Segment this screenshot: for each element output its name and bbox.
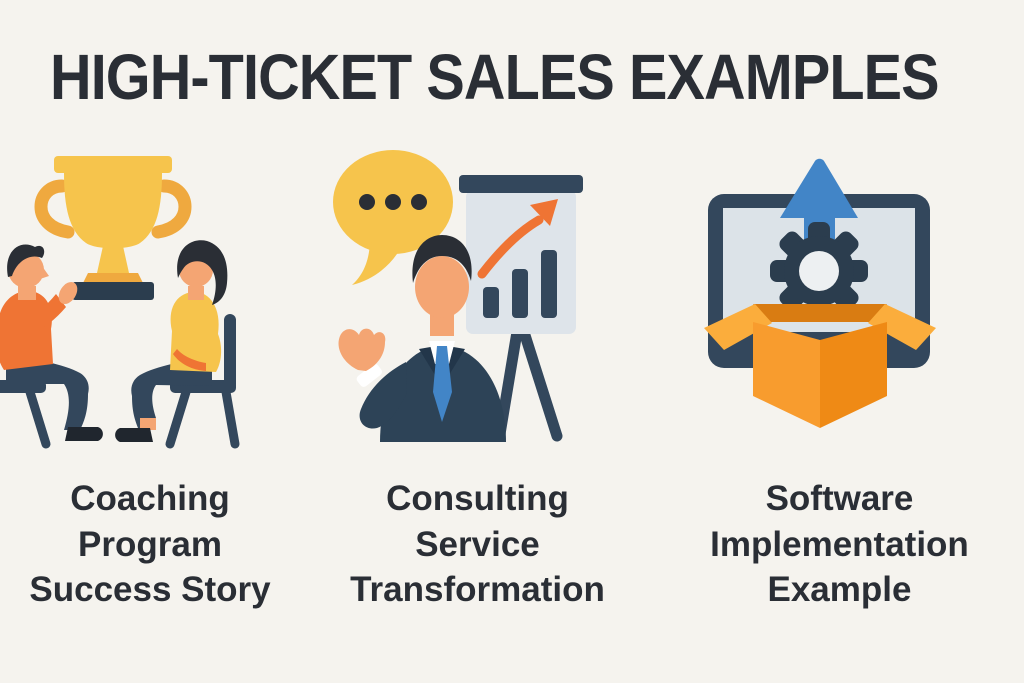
- coaching-illustration: [0, 156, 240, 449]
- caption-line: Implementation: [710, 524, 969, 564]
- gear-icon: [769, 222, 868, 320]
- caption-consulting: Consulting Service Transformation: [350, 476, 605, 613]
- open-box-icon: [703, 304, 936, 428]
- speech-bubble-icon: [332, 150, 453, 285]
- trophy-icon: [34, 156, 192, 300]
- caption-line: Program: [78, 524, 222, 564]
- caption-line: Success Story: [29, 570, 271, 609]
- caption-line: Coaching: [70, 479, 230, 518]
- card-consulting: Consulting Service Transformation: [300, 130, 655, 613]
- consultant-figure: [338, 235, 506, 442]
- caption-line: Service: [415, 524, 540, 564]
- examples-row: Coaching Program Success Story: [0, 130, 1024, 613]
- caption-coaching: Coaching Program Success Story: [29, 476, 270, 613]
- card-coaching: Coaching Program Success Story: [0, 130, 300, 613]
- card-software: Software Implementation Example: [655, 130, 1024, 613]
- consulting-illustration: [332, 150, 583, 442]
- caption-line: Software: [765, 479, 914, 518]
- person-man: [0, 244, 103, 449]
- person-woman: [115, 240, 240, 449]
- page-title: HIGH-TICKET SALES EXAMPLES: [50, 41, 940, 113]
- software-illustration: [703, 158, 936, 428]
- caption-software: Software Implementation Example: [710, 476, 969, 613]
- caption-line: Consulting: [386, 479, 569, 518]
- caption-line: Example: [767, 570, 912, 609]
- caption-line: Transformation: [350, 570, 605, 609]
